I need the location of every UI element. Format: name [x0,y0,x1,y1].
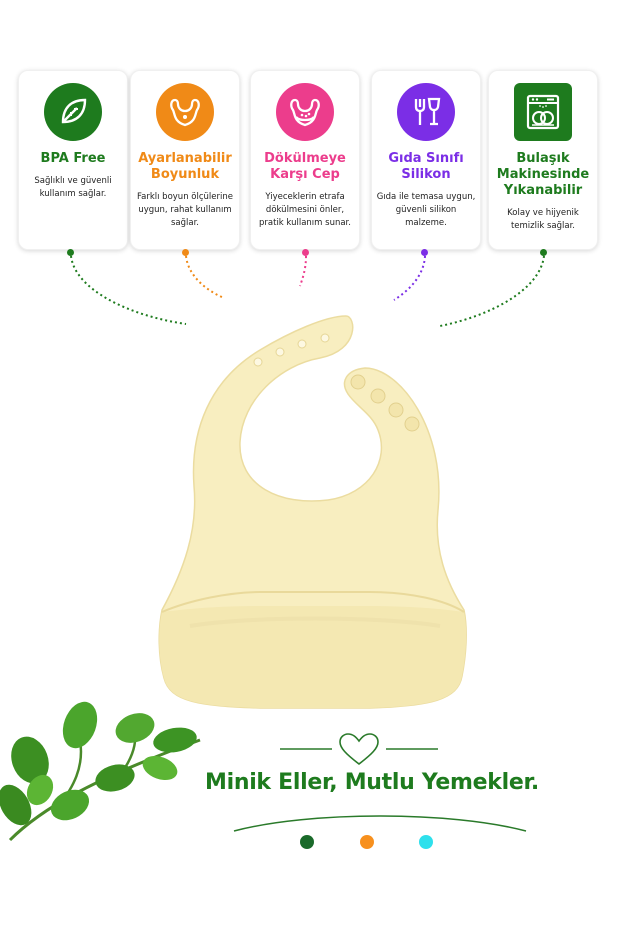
feature-card-spill-pocket: Dökülmeye Karşı Cep Yiyeceklerin etrafa … [250,70,360,250]
slogan-underline [233,815,527,832]
leaves-decoration [0,701,201,842]
feature-title: Bulaşık Makinesinde Yıkanabilir [496,151,590,198]
feature-description: Sağlıklı ve güvenli kullanım sağlar. [34,176,112,199]
feature-card-bpa-free: BPA Free Sağlıklı ve güvenli kullanım sa… [18,70,128,250]
connector-dot [67,249,74,256]
feature-title: Ayarlanabilir Boyunluk [138,151,232,182]
color-option-orange[interactable] [360,835,374,849]
leaf-icon [44,83,102,141]
connector-dot [302,249,309,256]
feature-title: Gıda Sınıfı Silikon [388,151,464,182]
feature-card-adjustable-neck: Ayarlanabilir Boyunluk Farklı boyun ölçü… [130,70,240,250]
fork-glass-icon [397,83,455,141]
dishwasher-icon [514,83,572,141]
connector-dot [540,249,547,256]
feature-description: Kolay ve hijyenik temizlik sağlar. [507,208,579,231]
heart-ornament [280,733,438,766]
feature-title: BPA Free [40,151,106,166]
feature-title: Dökülmeye Karşı Cep [264,151,346,182]
bib-pocket-icon [276,83,334,141]
feature-description: Gıda ile temasa uygun, güvenli silikon m… [376,192,476,228]
feature-card-dishwasher: Bulaşık Makinesinde Yıkanabilir Kolay ve… [488,70,598,250]
silicone-bib-image [158,315,467,709]
color-option-green[interactable] [300,835,314,849]
connector-dot [182,249,189,256]
slogan-text: Minik Eller, Mutlu Yemekler. [205,770,539,795]
feature-description: Yiyeceklerin etrafa dökülmesini önler, p… [259,192,351,228]
bib-icon [156,83,214,141]
feature-description: Farklı boyun ölçülerine uygun, rahat kul… [137,192,233,228]
feature-card-food-grade: Gıda Sınıfı Silikon Gıda ile temasa uygu… [371,70,481,250]
connector-lines [70,255,545,327]
connector-dot [421,249,428,256]
color-option-cyan[interactable] [419,835,433,849]
